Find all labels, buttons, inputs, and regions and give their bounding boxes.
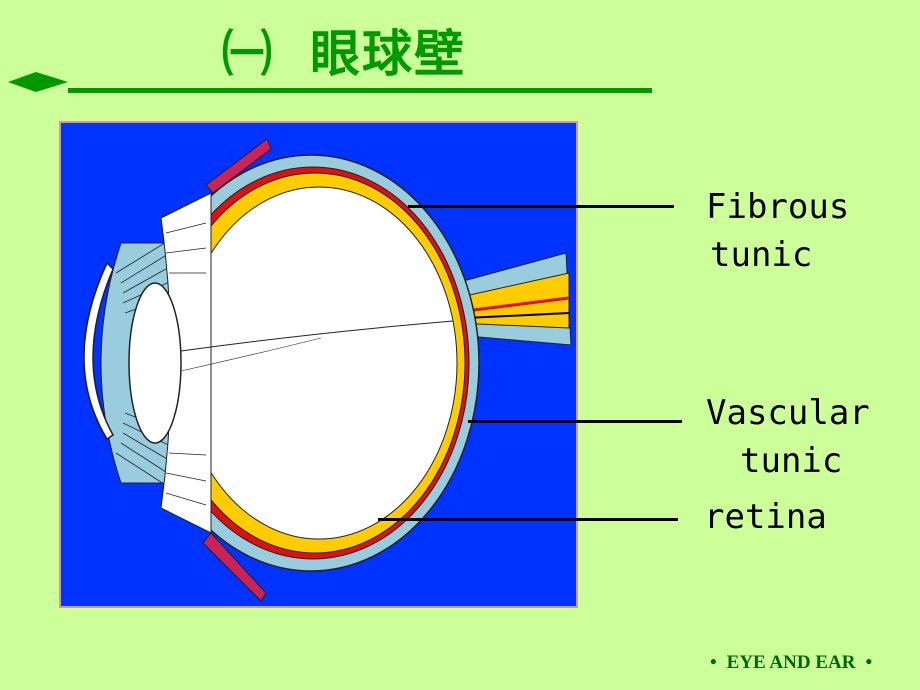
leader-vascular [468, 420, 682, 423]
eyeball-diagram [59, 121, 578, 608]
superior-muscle [205, 138, 272, 194]
label-fibrous-line2: tunic [710, 235, 813, 275]
footer-bullet-left: • [710, 652, 717, 673]
footer-bullet-right: • [865, 652, 873, 673]
leader-fibrous [408, 205, 674, 208]
title-underline [68, 88, 652, 93]
label-fibrous-line1: Fibrous [706, 187, 850, 227]
footer: • EYE AND EAR • [700, 652, 882, 674]
label-retina: retina [704, 497, 827, 537]
vitreous-body [180, 186, 458, 540]
leader-retina [378, 518, 678, 521]
footer-text: EYE AND EAR [726, 652, 856, 673]
inferior-muscle [202, 532, 267, 602]
title-text: 眼球壁 [310, 25, 466, 83]
label-vascular-line2: tunic [740, 441, 843, 481]
diamond-arrow-icon [8, 72, 68, 92]
cornea [83, 261, 114, 441]
slide-title: ㈠眼球壁 [222, 14, 466, 86]
label-vascular-line1: Vascular [706, 393, 870, 433]
lens [128, 282, 182, 444]
title-number: ㈠ [222, 25, 274, 83]
